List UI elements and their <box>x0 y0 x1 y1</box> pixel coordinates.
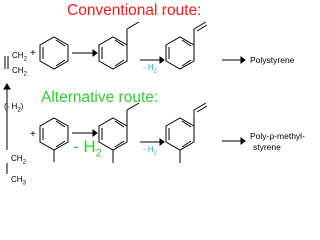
ethyltoluene <box>98 102 140 163</box>
minus-h2-large: - H2 <box>73 137 102 160</box>
ethane-ch2: CH2 <box>11 154 26 166</box>
styrene <box>165 21 208 70</box>
minus-h2-vertical: (- H2) <box>4 102 24 114</box>
ethylbenzene <box>98 21 140 70</box>
ethane-ch3: CH3 <box>11 175 26 187</box>
ethylene-double-bond <box>4 56 9 69</box>
p-methylstyrene <box>165 102 208 163</box>
arrow-top-2 <box>140 56 165 64</box>
benzene-ring <box>39 36 69 70</box>
alternative-route-title: Alternative route: <box>41 89 159 106</box>
product-poly-methylstyrene-line2: styrene <box>253 142 281 152</box>
arrow-top-3 <box>222 56 246 64</box>
minus-h2-bottom: - H2 <box>143 145 158 157</box>
ethylene-ch2-bottom: CH2 <box>12 66 27 78</box>
arrow-vertical <box>3 83 11 150</box>
arrow-bottom-1 <box>72 129 98 137</box>
reaction-scheme <box>3 21 246 174</box>
toluene <box>39 117 69 162</box>
product-polystyrene: Polystyrene <box>250 55 295 65</box>
arrow-top-1 <box>72 49 98 57</box>
plus-bottom: + <box>30 129 36 140</box>
minus-h2-top: - H2 <box>143 63 158 75</box>
plus-top: + <box>30 48 36 59</box>
conventional-route-title: Conventional route: <box>67 2 202 19</box>
arrow-bottom-2 <box>140 138 165 146</box>
product-poly-methylstyrene-line1: Poly-ρ-methyl- <box>250 131 305 141</box>
arrow-bottom-3 <box>222 137 246 145</box>
ethylene-ch2-top: CH2 <box>12 51 27 63</box>
